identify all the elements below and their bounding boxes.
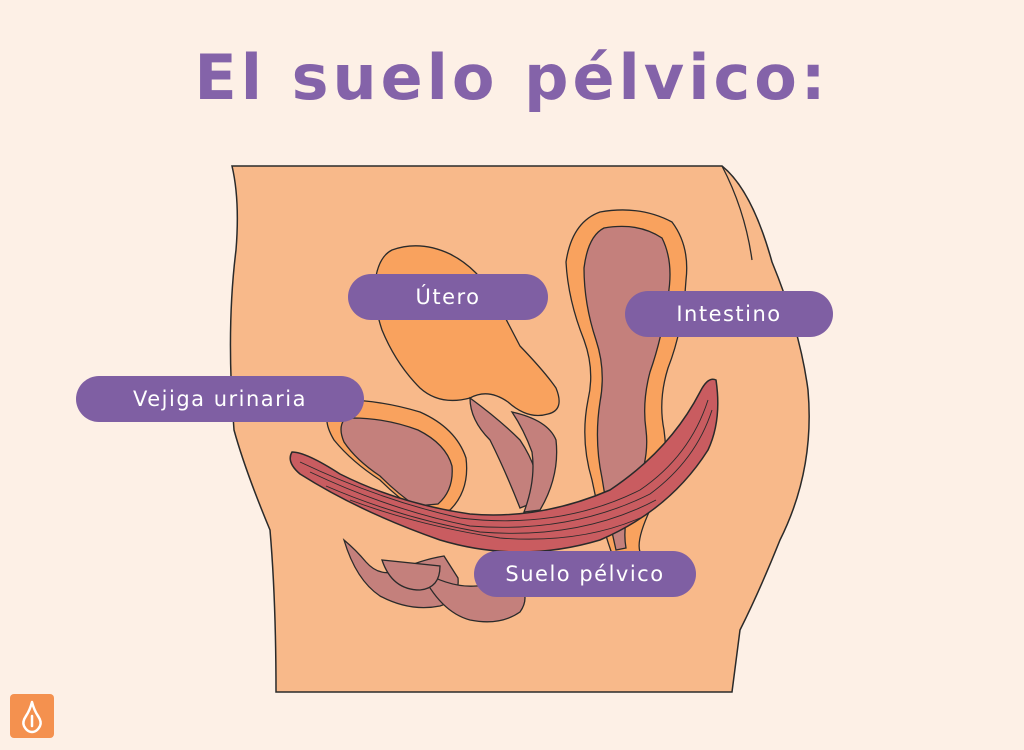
muscle-fiber-3 [325,485,657,534]
page-title: El suelo pélvico: [194,41,830,114]
body-silhouette [229,165,810,693]
muscle-fiber-1 [299,399,709,522]
label-vejiga-urinaria: Vejiga urinaria [76,376,364,422]
label-suelo-pelvico: Suelo pélvico [474,551,696,597]
pelvic-floor-muscle [289,378,719,553]
flame-drop-icon [22,700,42,734]
label-intestino: Intestino [625,291,833,337]
muscle-fiber-4 [349,499,641,540]
back-contour [721,165,753,261]
lower-organ-right [418,568,526,623]
brand-logo [10,694,54,738]
label-utero: Útero [348,274,548,320]
vagina-canal [510,411,558,513]
lower-organ-mid [381,559,441,591]
muscle-fiber-2 [309,409,713,528]
